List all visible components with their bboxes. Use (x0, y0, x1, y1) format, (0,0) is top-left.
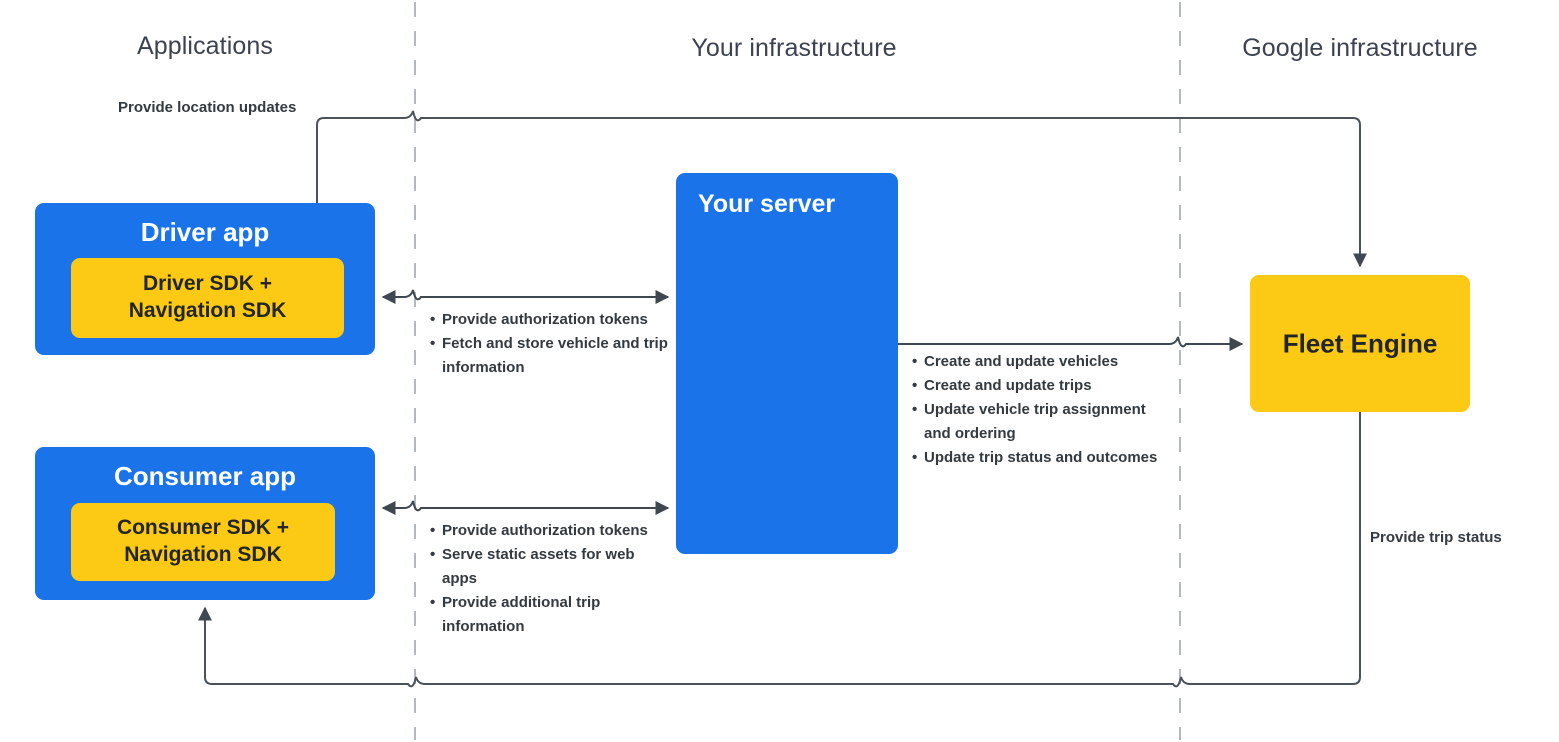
edge-label-server-fleet: Create and update vehiclesCreate and upd… (912, 350, 1172, 470)
node-your-server: Your server (676, 173, 898, 554)
consumer-sdk-label: Consumer SDK + Navigation SDK (71, 515, 335, 569)
edge-server-fleet (898, 336, 1244, 351)
list-item: Create and update vehicles (912, 350, 1172, 374)
list-item: Fetch and store vehicle and trip informa… (430, 332, 670, 380)
column-header-your-infrastructure: Your infrastructure (691, 34, 897, 62)
list-item: Update trip status and outcomes (912, 446, 1172, 470)
driver-app-title: Driver app (140, 217, 270, 247)
list-item: Provide authorization tokens (430, 519, 670, 543)
edge-consumer-server (381, 500, 670, 515)
node-driver-sdk: Driver SDK + Navigation SDK (71, 258, 344, 338)
edge-label-location-updates: Provide location updates (118, 99, 297, 116)
list-item: Serve static assets for web apps (430, 543, 670, 591)
driver-sdk-line-2: Navigation SDK (128, 299, 287, 322)
fleet-engine-title: Fleet Engine (1282, 328, 1438, 358)
column-header-applications: Applications (136, 32, 274, 60)
consumer-sdk-line-2: Navigation SDK (124, 543, 282, 566)
node-fleet-engine: Fleet Engine (1250, 275, 1470, 412)
edge-label-driver-server: Provide authorization tokensFetch and st… (430, 308, 670, 380)
driver-sdk-label: Driver SDK + Navigation SDK (71, 271, 344, 325)
your-server-title: Your server (698, 190, 836, 218)
list-item: Provide authorization tokens (430, 308, 670, 332)
node-consumer-sdk: Consumer SDK + Navigation SDK (71, 503, 335, 581)
edge-label-trip-status: Provide trip status (1370, 529, 1502, 546)
driver-sdk-line-1: Driver SDK + (143, 272, 272, 296)
edge-label-consumer-server: Provide authorization tokensServe static… (430, 519, 670, 639)
list-item: Create and update trips (912, 374, 1172, 398)
column-header-google-infrastructure: Google infrastructure (1242, 34, 1478, 62)
consumer-sdk-line-1: Consumer SDK + (116, 516, 290, 540)
list-item: Provide additional trip information (430, 591, 670, 639)
consumer-app-title: Consumer app (113, 461, 297, 491)
list-item: Update vehicle trip assignment and order… (912, 398, 1172, 446)
edge-driver-server (381, 289, 670, 304)
